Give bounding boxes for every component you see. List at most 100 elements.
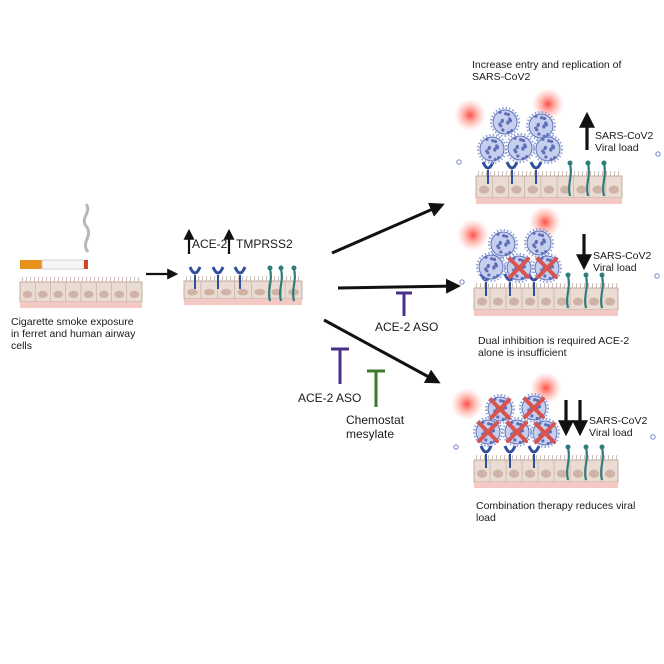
cell-nucleus <box>560 185 571 194</box>
cell-nucleus <box>572 297 584 306</box>
tmprss2-protease <box>565 272 571 309</box>
ace2-receptor <box>503 445 517 468</box>
block-cross-icon <box>506 421 528 443</box>
basement-membrane <box>474 310 618 316</box>
flow-arrow-middle <box>337 278 461 294</box>
tmprss2-protease <box>583 444 589 481</box>
cell-nucleus <box>540 297 552 306</box>
tmprss2-protease <box>583 272 589 309</box>
cell-nucleus <box>556 469 568 478</box>
ace2-receptor <box>211 266 225 289</box>
cell-nucleus <box>68 290 79 298</box>
cell-nucleus <box>588 469 600 478</box>
particle-dot <box>456 159 462 165</box>
ace2-receptor <box>527 445 541 468</box>
cell-nucleus <box>508 469 520 478</box>
tmprss2-protease <box>599 272 605 309</box>
tmprss2-protease <box>601 160 607 197</box>
airway-cell-layer-middle <box>473 272 619 316</box>
top-caption: Increase entry and replication of SARS-C… <box>472 59 622 83</box>
middle-aso-label: ACE-2 ASO <box>375 320 439 334</box>
middle-viral-load: SARS-CoV2 Viral load <box>593 250 652 274</box>
particle-dot <box>655 151 661 157</box>
ace2-receptor <box>188 266 202 289</box>
particle-dot <box>459 279 465 285</box>
ace2-aso-inhibitor-middle <box>396 291 412 316</box>
infection-glow <box>451 388 483 420</box>
airway-cell-layer-exposure <box>19 276 143 308</box>
bottom-caption: Combination therapy reduces viral load <box>476 500 636 524</box>
cell-nucleus <box>604 469 616 478</box>
virion-cluster-top <box>454 88 661 165</box>
cell-nucleus <box>527 185 538 194</box>
cell-nucleus <box>37 290 48 298</box>
cell-nucleus <box>511 185 522 194</box>
cell-nucleus <box>592 185 603 194</box>
top-viral-load: SARS-CoV2 Viral load <box>595 130 654 154</box>
cell-nucleus <box>478 185 490 194</box>
chemostat-label: Chemostat mesylate <box>346 413 405 441</box>
virion <box>490 107 520 137</box>
ace2-receptor <box>505 161 519 184</box>
cell-nucleus <box>576 185 587 194</box>
tmprss2-protease <box>267 265 273 302</box>
airway-cell-layer-bottom <box>473 444 619 488</box>
cell-nucleus <box>98 290 109 298</box>
virion <box>526 111 556 141</box>
block-cross-icon <box>489 398 511 420</box>
ace2-receptor <box>233 266 247 289</box>
cell-nucleus <box>476 469 488 478</box>
basement-membrane <box>184 299 302 305</box>
tmprss2-protease <box>567 160 573 197</box>
particle-dot <box>654 273 660 279</box>
cell-nucleus <box>588 297 600 306</box>
airway-cell-layer-top <box>475 160 623 204</box>
block-cross-icon <box>536 257 558 279</box>
cell-nucleus <box>237 288 249 296</box>
airway-cell-layer-upregulated <box>183 265 303 305</box>
exposure-caption: Cigarette smoke exposure in ferret and h… <box>11 316 136 352</box>
cell-nucleus <box>604 297 616 306</box>
infection-glow <box>530 372 562 404</box>
basement-membrane <box>476 198 622 204</box>
virion <box>476 252 506 282</box>
ace2-aso-inhibitor-combo <box>331 347 349 384</box>
bottom-viral-load: SARS-CoV2 Viral load <box>589 415 648 439</box>
block-cross-icon <box>477 421 499 443</box>
ace2-receptor <box>479 445 493 468</box>
block-cross-icon <box>534 422 556 444</box>
cell-nucleus <box>572 469 584 478</box>
particle-dot <box>453 444 459 450</box>
block-cross-icon <box>523 397 545 419</box>
ace2-receptor <box>529 161 543 184</box>
virion <box>505 133 535 163</box>
cell-nucleus <box>543 185 555 194</box>
chemostat-inhibitor-combo <box>367 369 385 407</box>
block-cross-icon <box>508 257 530 279</box>
basement-membrane <box>20 302 142 308</box>
cell-nucleus <box>492 469 504 478</box>
cell-nucleus <box>476 297 488 306</box>
cell-nucleus <box>540 469 552 478</box>
middle-caption: Dual inhibition is required ACE-2 alone … <box>478 335 630 359</box>
basement-membrane <box>474 482 618 488</box>
ace2-label: ACE-2 <box>192 237 228 251</box>
cell-nucleus <box>114 290 125 298</box>
tmprss2-protease <box>585 160 591 197</box>
tmprss2-label: TMPRSS2 <box>236 237 293 251</box>
cell-nucleus <box>203 288 215 296</box>
infection-glow <box>532 88 564 120</box>
cell-nucleus <box>495 185 506 194</box>
cell-nucleus <box>22 290 33 298</box>
virion <box>533 134 563 164</box>
flow-arrow-top <box>331 202 445 255</box>
cell-nucleus <box>83 290 94 298</box>
cell-nucleus <box>556 297 568 306</box>
cell-nucleus <box>508 297 520 306</box>
flow-arrow-bottom <box>323 318 441 384</box>
cell-nucleus <box>53 290 64 298</box>
cell-nucleus <box>608 185 620 194</box>
virion-cluster-middle <box>457 206 660 285</box>
